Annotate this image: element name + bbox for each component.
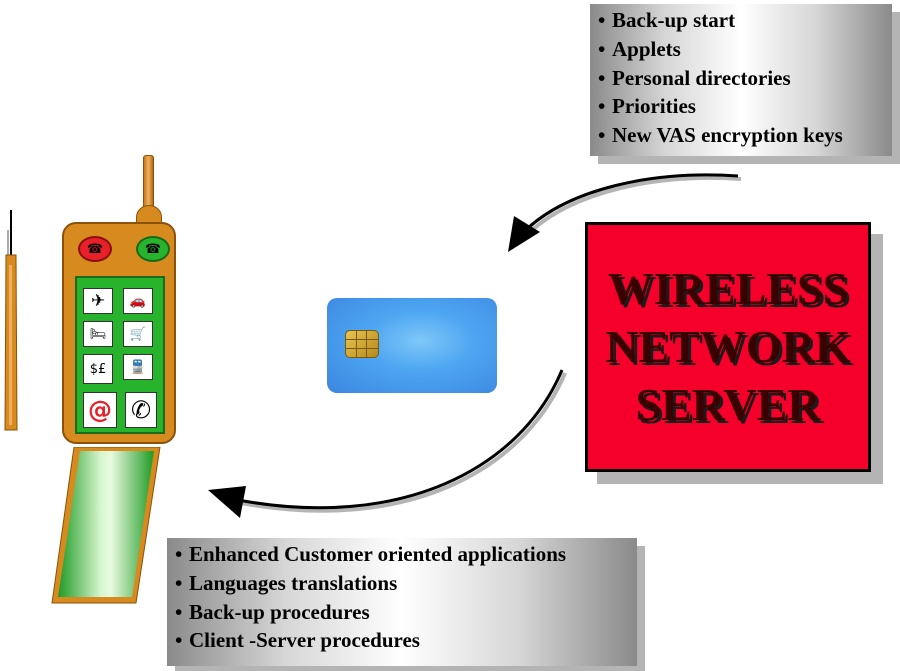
arrow-head-icon [508, 216, 540, 252]
server-line: NETWORK [605, 321, 851, 372]
wireless-network-server: WIRELESS NETWORK SERVER [585, 222, 871, 472]
server-line: SERVER [635, 379, 821, 430]
handset-icon: ✆ [125, 392, 157, 428]
list-item: •Applets [598, 36, 681, 61]
list-item: •Back-up procedures [175, 599, 370, 624]
arrow-head-icon [208, 486, 246, 518]
phone-keypad: ✈ 🚗 🛏 🛒 $£ 🚆 @ ✆ [75, 276, 165, 434]
list-item: •Priorities [598, 94, 696, 119]
airplane-icon: ✈ [83, 288, 113, 314]
chip-icon [345, 330, 379, 358]
list-item: •New VAS encryption keys [598, 123, 843, 148]
email-at-icon: @ [83, 392, 117, 428]
car-icon: 🚗 [123, 288, 153, 314]
list-item: •Client -Server procedures [175, 628, 420, 653]
arrow-to-card [529, 175, 742, 233]
server-to-card-list: •Back-up start •Applets •Personal direct… [590, 4, 892, 156]
list-item: •Back-up start [598, 8, 736, 32]
end-call-icon: ☎ [78, 236, 112, 262]
bed-icon: 🛏 [83, 321, 113, 347]
answer-call-icon: ☎ [136, 236, 170, 262]
list-item: •Personal directories [598, 65, 791, 90]
stylus [4, 210, 18, 431]
shopping-cart-icon: 🛒 [123, 321, 153, 347]
server-line: WIRELESS [607, 263, 849, 314]
arrow-to-phone [240, 372, 567, 513]
smart-card [327, 298, 497, 393]
train-icon: 🚆 [123, 354, 153, 380]
currency-icon: $£ [83, 354, 113, 384]
list-item: •Enhanced Customer oriented applications [175, 542, 567, 566]
list-item: •Languages translations [175, 570, 398, 595]
phone-slide-panel [51, 447, 161, 604]
server-to-phone-list: •Enhanced Customer oriented applications… [167, 538, 637, 666]
